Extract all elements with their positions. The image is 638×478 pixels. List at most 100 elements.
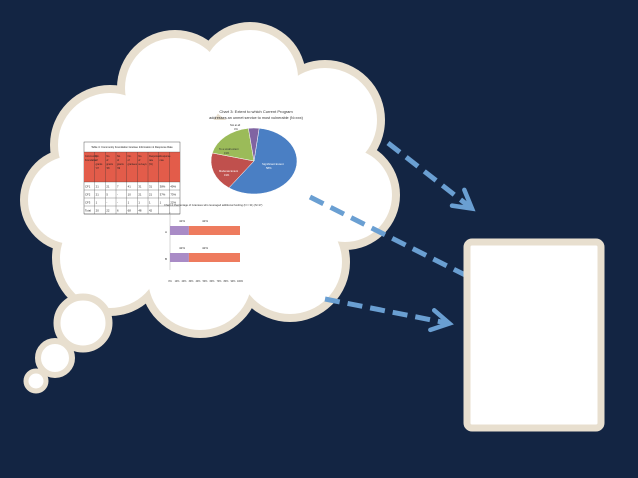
table-header-cell: Foundation xyxy=(85,159,98,162)
bar-segment-orange xyxy=(188,226,240,235)
table-cell: 38% xyxy=(160,185,166,189)
table-cell: 21 xyxy=(96,185,100,189)
table-cell: 1 xyxy=(149,201,151,205)
table-cell: 7 xyxy=(117,185,119,189)
table-header-cell: grants xyxy=(106,163,113,166)
pie-value-not-at-all: 4% xyxy=(234,127,238,131)
bar-title: Chart 4: Percentage of Grantees who leve… xyxy=(164,203,263,207)
table-cell: 6 xyxy=(117,209,119,213)
pie-title-line2: addresses an unmet service to most vulne… xyxy=(209,116,304,120)
bar-axis-tick: 10% xyxy=(175,280,181,283)
pie-label-small: To a small extent xyxy=(219,147,239,151)
bar-row1-value-2: 42% xyxy=(202,219,208,223)
table-cell: 21 xyxy=(149,193,153,197)
table-cell: 21 xyxy=(96,193,100,197)
bar-axis-tick: 20% xyxy=(182,280,188,283)
table-cell: 1 xyxy=(128,201,130,205)
table-cell: 68 xyxy=(128,209,132,213)
table-header-cell: '08 xyxy=(106,167,110,170)
table-cell: 42 xyxy=(149,209,153,213)
table-cell: 31 xyxy=(138,185,142,189)
table-cell: CF3 xyxy=(85,201,91,205)
table-header-cell: of xyxy=(96,159,98,162)
bar-axis-tick: 50% xyxy=(203,280,209,283)
arrow-bottom xyxy=(324,296,454,333)
table-header-cell: of xyxy=(128,159,130,162)
table-cell: - xyxy=(106,201,107,205)
table-header-cell: of xyxy=(117,159,119,162)
table-header-cell: No. xyxy=(96,155,100,158)
table-cell: 1 xyxy=(96,201,98,205)
pie-title-line1: Chart 3: Extent to which Current Program xyxy=(219,109,293,114)
table-cell: 41 xyxy=(128,185,132,189)
table-cell: 1 xyxy=(160,201,162,205)
table-header-cell: No. xyxy=(106,155,110,158)
pie-value-moderate: 19% xyxy=(224,173,230,177)
bar-axis-tick: 70% xyxy=(217,280,223,283)
table-header-cell: grants xyxy=(117,163,124,166)
bar-axis-tick: 30% xyxy=(189,280,195,283)
pie-slice-not-at-all xyxy=(248,127,260,162)
bar-row2-label: B xyxy=(165,257,167,261)
thought-bubble-trail xyxy=(23,293,113,394)
table-cell: - xyxy=(117,201,118,205)
table-header-cell: grantees xyxy=(128,163,138,166)
pie-label-significant: Significant Extent xyxy=(262,162,284,166)
bar-axis-tick: 90% xyxy=(231,280,237,283)
table-header-cell: grants xyxy=(96,163,103,166)
table-cell: 22% xyxy=(170,201,176,205)
pie-label-not-at-all: Not at all xyxy=(230,123,241,127)
table-cell: 10 xyxy=(128,193,132,197)
table-cell: 48 xyxy=(138,209,142,213)
table-header-cell: (%) xyxy=(149,163,153,166)
table-header-cell: of xyxy=(138,159,140,162)
table-cell: CF2 xyxy=(85,193,91,197)
arrow-top xyxy=(386,141,476,212)
pie-slice-significant xyxy=(228,127,298,195)
bar-axis-tick: 100% xyxy=(237,280,244,283)
table-header-row xyxy=(84,152,180,182)
table-header-cell: No. xyxy=(128,155,132,158)
bar-segment-purple xyxy=(170,253,189,262)
table-header-cell: No. xyxy=(138,155,142,158)
table-title: Table 4: Community Foundation Grantee In… xyxy=(91,145,173,149)
pie-value-significant: 58% xyxy=(266,166,272,170)
bar-row2-value-2: 42% xyxy=(202,246,208,250)
table-cell: 49% xyxy=(170,185,176,189)
table-cell: 73% xyxy=(170,193,176,197)
table-thumbnail: Table 4: Community Foundation Grantee In… xyxy=(83,141,181,215)
table-cell: 1 xyxy=(138,201,140,205)
table-cell: 21 xyxy=(138,193,142,197)
blank-document-frame xyxy=(463,238,605,432)
connector-arrows xyxy=(308,141,512,333)
table-header-cell: rate xyxy=(149,159,154,162)
table-header-cell: Response xyxy=(160,155,171,158)
table-cell: CF1 xyxy=(85,185,91,189)
pie-slice-small xyxy=(211,128,255,162)
table-header-cell: Community xyxy=(85,155,98,158)
bar-segment-purple xyxy=(170,226,189,235)
table-cell: 31 xyxy=(149,185,153,189)
table-header-cell: rate xyxy=(160,159,165,162)
table-header-cell: '09 xyxy=(117,167,121,170)
bar-axis-tick: 0% xyxy=(168,280,172,283)
table-header-cell: Response xyxy=(149,155,160,158)
table-cell: 21 xyxy=(106,185,110,189)
pie-slice-moderate xyxy=(210,152,255,189)
pie-chart-thumbnail: Chart 3: Extent to which Current Program… xyxy=(209,109,304,195)
table-header-cell: of xyxy=(106,159,108,162)
table-cell: 37% xyxy=(160,193,166,197)
table-header-cell: No. xyxy=(117,155,121,158)
bar-segment-orange xyxy=(188,253,240,262)
table-header-cell: '07 xyxy=(96,167,100,170)
bar-axis-tick: 80% xyxy=(224,280,230,283)
table-cell: - xyxy=(117,193,118,197)
bar-axis-tick: 60% xyxy=(210,280,216,283)
bar-row2-value: 42% xyxy=(179,246,185,250)
table-cell: 5 xyxy=(106,193,108,197)
pie-label-moderate: Moderate Extent xyxy=(219,169,238,173)
bar-row1-label: A xyxy=(165,230,167,234)
table-cell: 20 xyxy=(96,209,100,213)
table-header-cell: surveys xyxy=(138,163,147,166)
